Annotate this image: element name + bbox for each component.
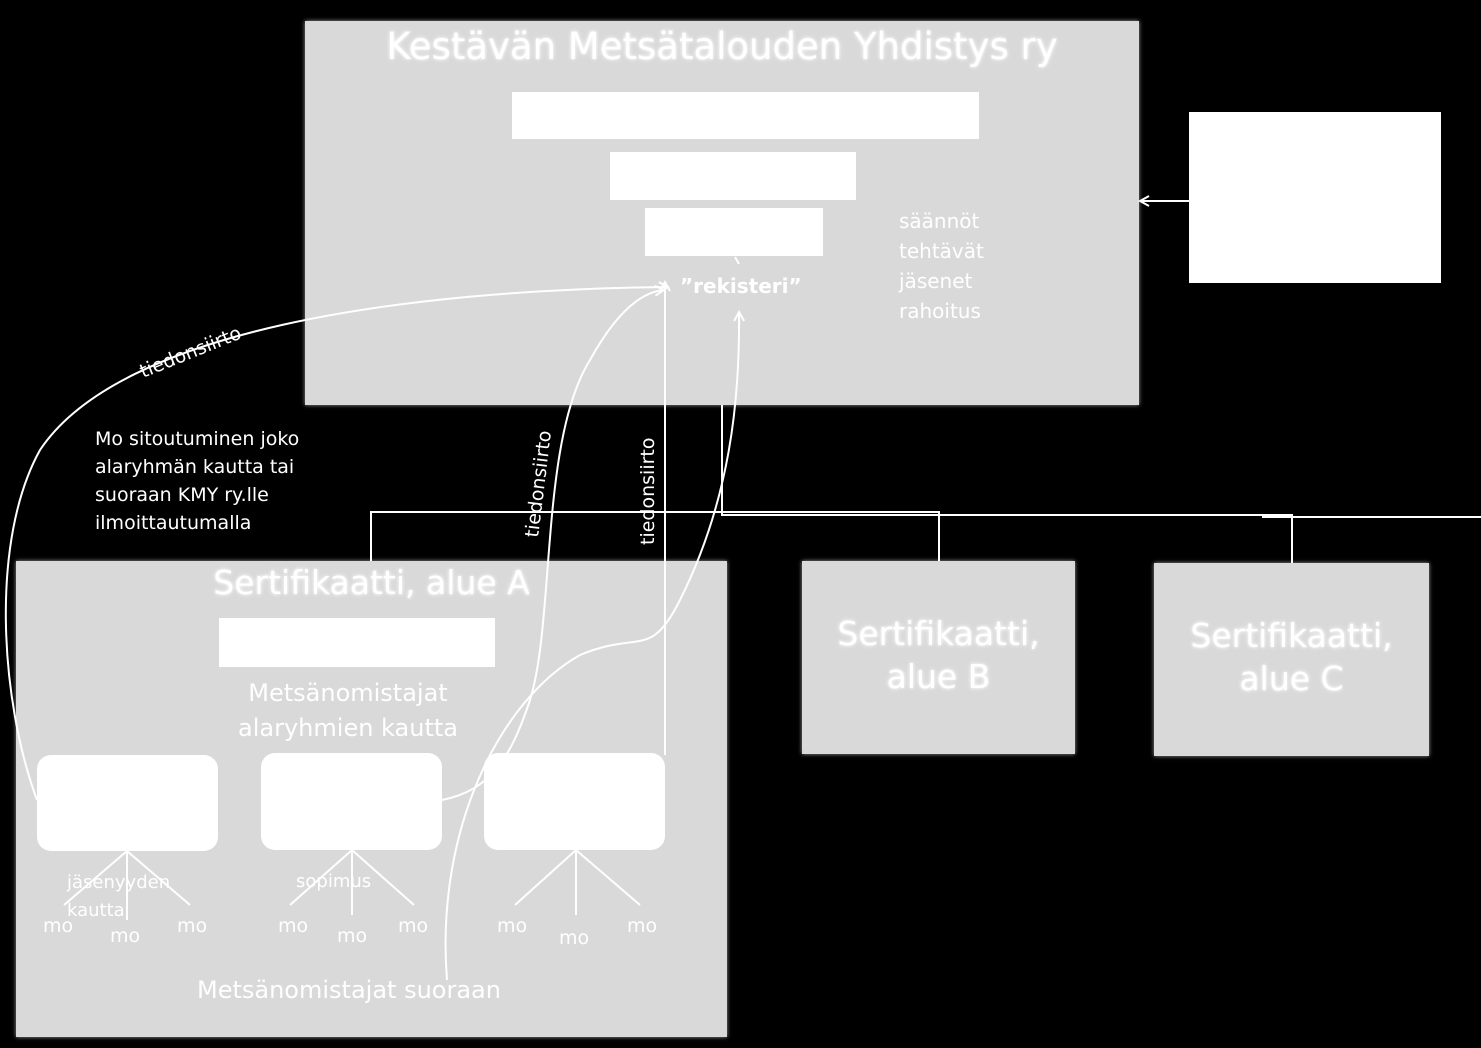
connector-vertical-main	[721, 405, 1293, 563]
mo-label: mo	[110, 925, 141, 947]
connector-bus-line	[370, 511, 940, 561]
mo-label: mo	[559, 927, 590, 949]
mo-label: mo	[337, 925, 368, 947]
region-c-box	[1154, 563, 1429, 756]
commitment-note-line1: Mo sitoutuminen joko	[95, 428, 300, 450]
group1-label-line2: kautta	[67, 900, 125, 921]
region-a-title: Sertifikaatti, alue A	[213, 563, 530, 602]
kmy-list-item-funding: rahoitus	[899, 299, 981, 323]
kmy-list-item-members: jäsenet	[899, 269, 973, 293]
registry-label: ”rekisteri”	[680, 274, 802, 298]
arrow-left-curve	[4, 287, 668, 801]
subgroup-box-2	[261, 753, 442, 850]
region-a-subtitle-line1: Metsänomistajat	[248, 679, 448, 707]
mo-label: mo	[497, 915, 528, 937]
region-a-footer: Metsänomistajat suoraan	[197, 976, 501, 1004]
kmy-list-item-tasks: tehtävät	[899, 239, 984, 263]
subgroup-box-1	[37, 755, 218, 851]
region-c-title-line1: Sertifikaatti,	[1190, 616, 1393, 655]
mo-label: mo	[43, 915, 74, 937]
mo-label: mo	[627, 915, 658, 937]
mo-label: mo	[278, 915, 309, 937]
kmy-title: Kestävän Metsätalouden Yhdistys ry	[386, 25, 1058, 68]
mo-label: mo	[177, 915, 208, 937]
region-b-title-line2: alue B	[886, 657, 991, 696]
commitment-note-line2: alaryhmän kautta tai	[95, 456, 295, 478]
subgroup-box-3	[484, 753, 665, 850]
commitment-note-line4: ilmoittautumalla	[95, 512, 252, 534]
mo-label: mo	[398, 915, 429, 937]
region-a-white-box	[219, 618, 495, 667]
external-white-box	[1189, 112, 1441, 283]
arrow-middle-curve	[441, 290, 664, 801]
label-tiedonsiirto-right: tiedonsiirto	[637, 438, 659, 546]
kmy-white-box-1	[512, 92, 979, 139]
kmy-list-item-rules: säännöt	[899, 209, 980, 233]
group1-label-line1: jäsenyyden	[67, 872, 171, 893]
region-b-title-line1: Sertifikaatti,	[837, 614, 1040, 653]
region-b-box	[802, 561, 1075, 754]
region-c-title-line2: alue C	[1239, 659, 1344, 698]
kmy-white-box-3	[645, 208, 823, 256]
arrow-bottom-curve	[444, 312, 739, 981]
commitment-note-line3: suoraan KMY ry.lle	[95, 484, 269, 506]
label-tiedonsiirto-left: tiedonsiirto	[137, 322, 245, 383]
region-a-subtitle-line2: alaryhmien kautta	[238, 714, 458, 742]
kmy-white-box-2	[610, 152, 856, 200]
